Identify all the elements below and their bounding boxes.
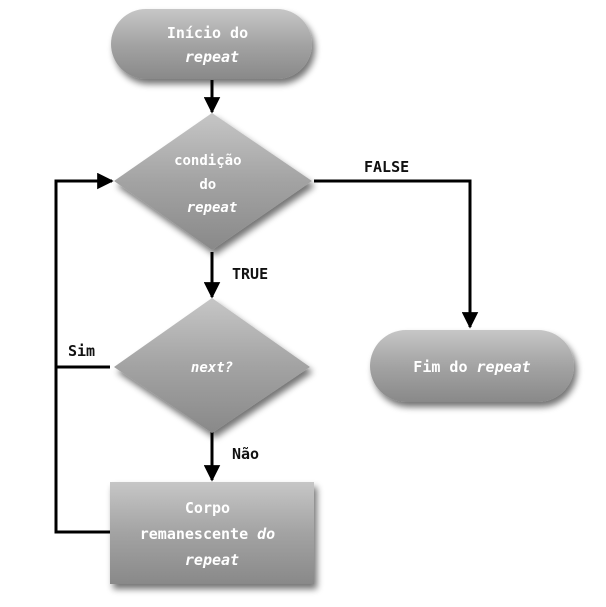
node-end-label: Fim do repeat bbox=[413, 358, 530, 376]
node-body-label: Corpo remanescente do repeat bbox=[140, 499, 285, 569]
node-condition-line1: condição bbox=[174, 153, 241, 169]
node-condition-label: condição do repeat bbox=[174, 153, 250, 216]
node-start-shape bbox=[111, 9, 312, 79]
node-body-line2-italic: do bbox=[257, 525, 275, 543]
arrow-condition-to-end bbox=[314, 179, 479, 329]
node-condition-line2: do bbox=[199, 177, 216, 193]
node-end-italic: repeat bbox=[477, 358, 531, 376]
node-body-line3: repeat bbox=[185, 551, 239, 569]
node-body bbox=[110, 482, 314, 584]
node-next-shape bbox=[114, 298, 310, 433]
node-body-shape bbox=[110, 482, 314, 584]
edge-label-false: FALSE bbox=[364, 158, 409, 176]
edge-label-nao: Não bbox=[232, 445, 259, 463]
node-start-line1: Início do bbox=[167, 24, 248, 42]
line-body-loop-back bbox=[54, 365, 110, 534]
arrow-loop-to-condition bbox=[54, 172, 114, 367]
node-end-shape bbox=[370, 330, 574, 402]
node-start-label: Início do repeat bbox=[167, 24, 257, 66]
node-body-line2-plain: remanescente bbox=[140, 525, 257, 543]
edge-label-sim: Sim bbox=[68, 342, 95, 360]
node-condition-line3: repeat bbox=[187, 200, 238, 216]
node-start-line2: repeat bbox=[185, 48, 239, 66]
node-next-label: next? bbox=[191, 360, 233, 376]
node-next bbox=[114, 298, 310, 433]
node-end bbox=[370, 330, 574, 402]
node-body-line2: remanescente do bbox=[140, 525, 275, 543]
edge-label-true: TRUE bbox=[232, 265, 268, 283]
node-condition-shape bbox=[114, 113, 312, 250]
node-end-prefix: Fim do bbox=[413, 358, 476, 376]
connectors bbox=[54, 80, 479, 534]
node-body-line1: Corpo bbox=[185, 499, 230, 517]
node-condition bbox=[114, 113, 312, 250]
node-start bbox=[111, 9, 312, 79]
